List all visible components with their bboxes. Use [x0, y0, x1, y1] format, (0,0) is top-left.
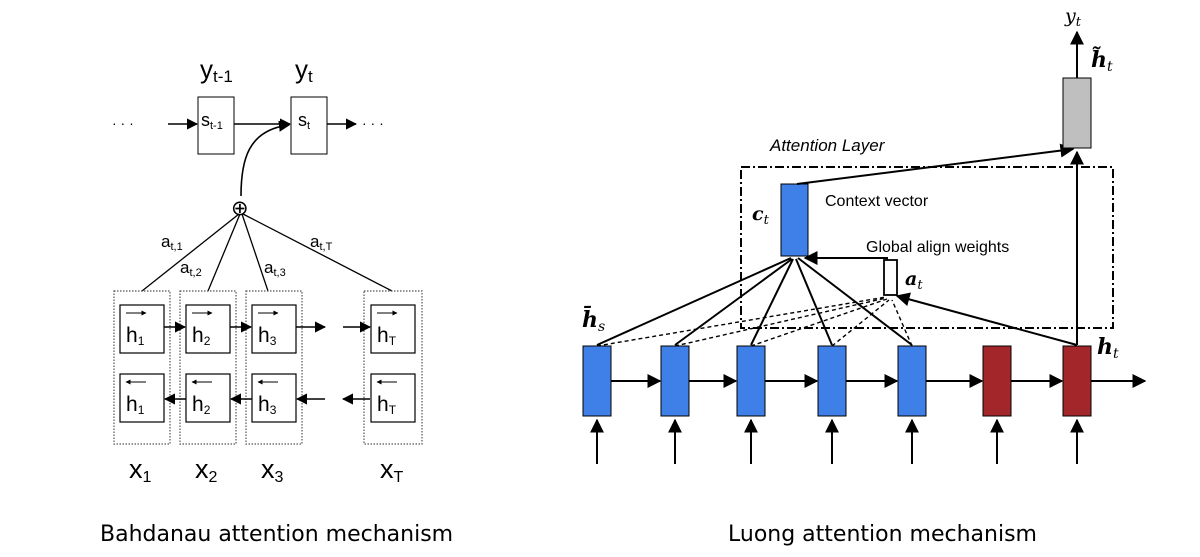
state-label-s-t: st	[298, 110, 310, 132]
state-box-s-t	[290, 96, 328, 155]
input-x-3: x3	[261, 454, 284, 486]
decoder-state-2	[1062, 345, 1092, 417]
encoder-column-2	[179, 290, 237, 445]
encoder-column-3	[245, 290, 303, 445]
input-x-2: x2	[195, 454, 218, 486]
forward-state-T: hT	[370, 304, 416, 354]
input-x-1: x1	[129, 454, 152, 486]
ht-to-align-line	[895, 292, 1078, 346]
context-solid-lines	[596, 257, 913, 346]
attention-layer-label: Attention Layer	[769, 136, 886, 155]
attention-line-T	[242, 213, 393, 292]
weight-a-t-T: at,T	[310, 232, 333, 253]
attention-line-2	[207, 213, 241, 292]
bahdanau-caption: Bahdanau attention mechanism	[100, 522, 454, 547]
context-curve	[240, 120, 291, 197]
svg-text:h1: h1	[126, 324, 145, 348]
backward-state-2: h2	[185, 373, 231, 423]
svg-text:h2: h2	[192, 324, 211, 348]
h-tilde-t-label: h̃t	[1091, 47, 1113, 75]
weight-a-t-1: at,1	[161, 232, 183, 253]
output-y-t-minus-1: yt-1	[200, 54, 233, 86]
attentional-hidden-state	[1062, 77, 1092, 149]
encoder-state-4	[817, 345, 847, 417]
output-y-t: yt	[295, 54, 313, 86]
luong-diagram: Attention Layer Global align weights at	[582, 5, 1147, 464]
svg-text:hT: hT	[377, 393, 397, 417]
state-box-s-t-minus-1	[197, 96, 235, 155]
right-dots: · · ·	[362, 115, 384, 131]
attention-line-1	[141, 213, 240, 292]
attention-line-3	[241, 213, 269, 292]
state-label-s-t-minus-1: st-1	[201, 110, 223, 132]
decoder-ht-label: ht	[1097, 334, 1119, 362]
sum-symbol: ⊕	[231, 197, 249, 220]
encoder-hs-label: h̄s	[582, 305, 605, 335]
forward-state-2: h2	[185, 304, 231, 354]
encoder-state-2	[660, 345, 690, 417]
svg-text:h3: h3	[258, 324, 277, 348]
context-to-output-line	[796, 143, 1075, 185]
svg-text:h3: h3	[258, 393, 277, 417]
encoder-state-1	[582, 345, 612, 417]
context-vector	[780, 183, 809, 257]
input-arrows	[590, 418, 1084, 464]
decoder-state-1	[982, 345, 1012, 417]
svg-text:hT: hT	[377, 324, 397, 348]
encoder-column-T	[363, 290, 423, 445]
encoder-state-3	[736, 345, 766, 417]
attention-layer-box	[740, 166, 1114, 329]
align-dashed-lines	[596, 296, 913, 347]
context-c-t: ct	[752, 203, 770, 228]
left-dots: · · ·	[112, 115, 134, 131]
backward-state-3: h3	[251, 373, 297, 423]
encoder-state-5	[897, 345, 927, 417]
align-weights-vector	[883, 259, 898, 296]
weight-a-t-3: at,3	[264, 258, 286, 279]
context-vector-label: Context vector	[825, 193, 929, 210]
backward-state-1: h1	[119, 373, 165, 423]
align-weights-label: Global align weights	[866, 239, 1009, 256]
weight-a-t-2: at,2	[180, 258, 202, 279]
svg-text:h1: h1	[126, 393, 145, 417]
backward-state-T: hT	[370, 373, 416, 423]
bahdanau-diagram: · · · · · · yt-1 yt st-1 st ⊕	[112, 54, 423, 486]
svg-text:h2: h2	[192, 393, 211, 417]
align-weights-a-t: at	[905, 268, 923, 293]
output-y-t-label: yt	[1064, 5, 1082, 30]
forward-state-3: h3	[251, 304, 297, 354]
encoder-column-1	[113, 290, 171, 445]
input-x-T: xT	[380, 454, 404, 486]
luong-caption: Luong attention mechanism	[728, 522, 1037, 547]
align-to-context-line	[803, 251, 888, 293]
forward-state-1: h1	[119, 304, 165, 354]
